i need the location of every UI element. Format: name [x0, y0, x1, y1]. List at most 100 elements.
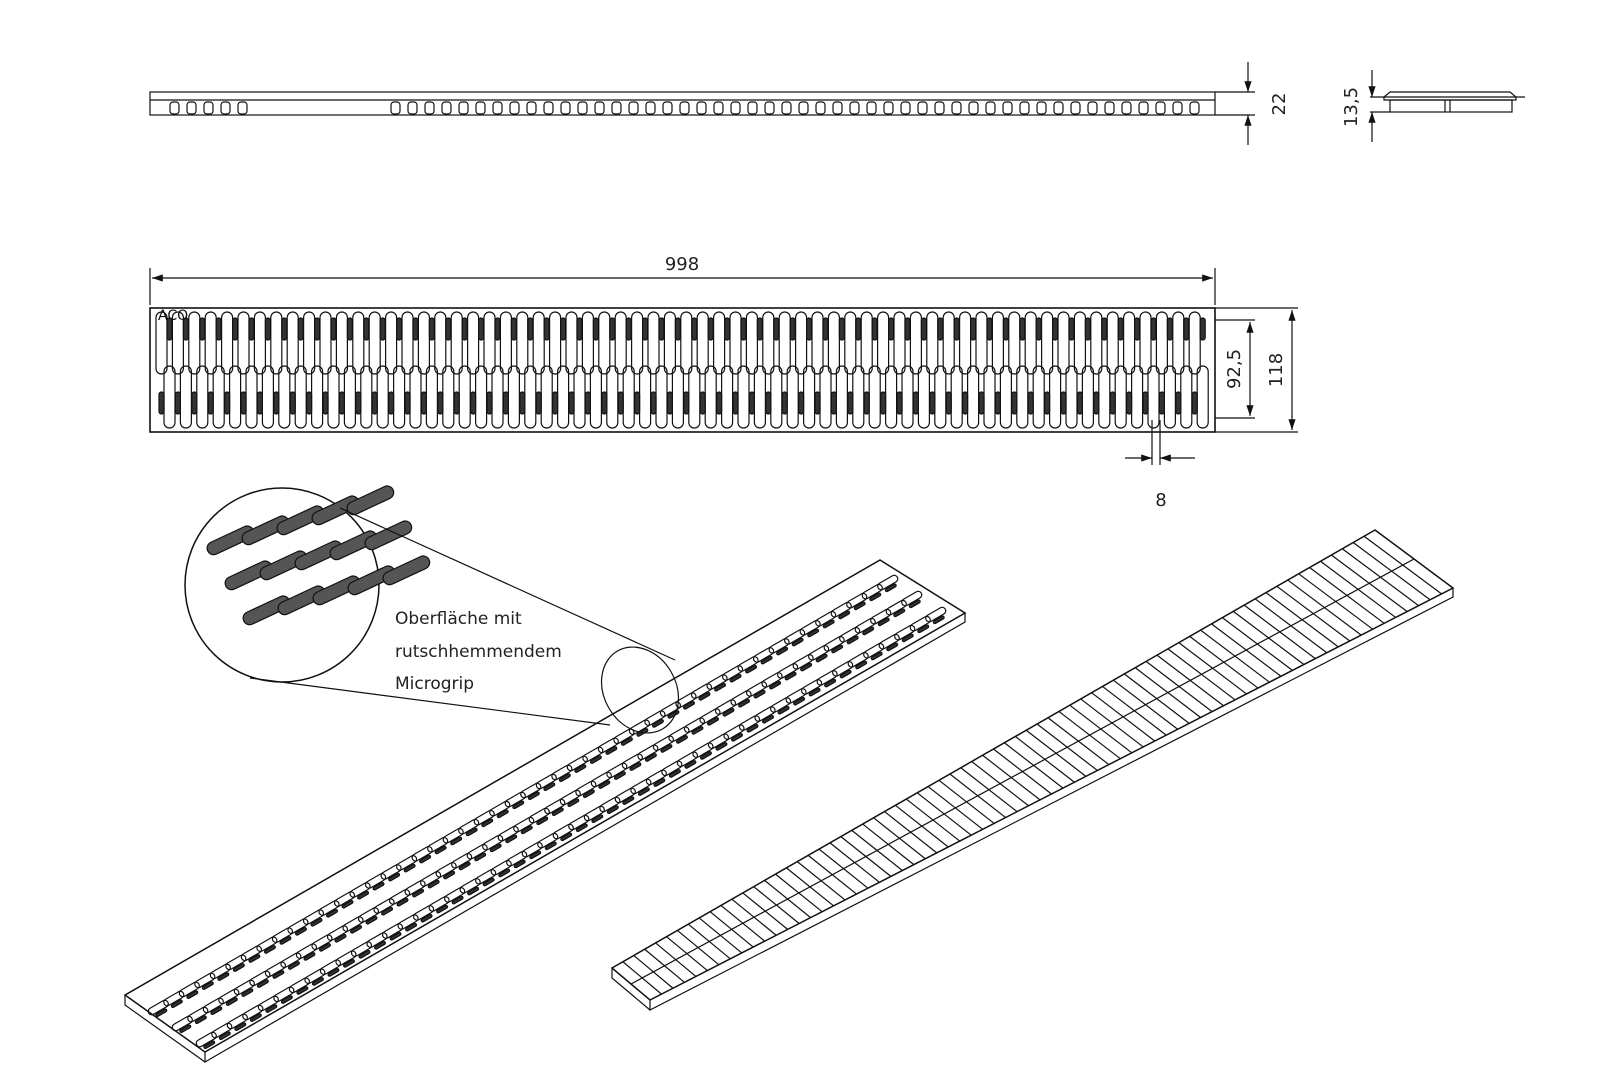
grip-pad — [389, 931, 402, 941]
slot — [581, 311, 595, 375]
slot — [800, 679, 823, 695]
grip-pad — [929, 391, 936, 415]
slot — [792, 654, 814, 670]
slot — [1106, 311, 1119, 375]
grip-pad — [381, 906, 394, 916]
grip-pad — [248, 954, 261, 963]
grip-pad — [201, 981, 214, 990]
grip-pad — [896, 391, 903, 415]
slot — [909, 311, 923, 375]
grip-pad — [179, 1024, 192, 1034]
callout-line-2: rutschhemmendem — [395, 642, 562, 662]
slot — [499, 311, 512, 375]
slot — [504, 791, 526, 808]
slot — [723, 724, 745, 740]
slot — [270, 311, 283, 375]
slot — [868, 365, 881, 429]
side-slot — [441, 101, 452, 115]
slot — [264, 961, 286, 978]
grip-pad — [225, 997, 238, 1006]
slot — [319, 959, 342, 976]
slot — [1188, 311, 1201, 375]
dimension-label-8: 8 — [1155, 490, 1166, 511]
slot — [606, 762, 628, 779]
grip-pad — [814, 391, 821, 415]
slot — [253, 311, 266, 375]
slot — [839, 626, 861, 643]
dimension-998: 998 — [149, 254, 1216, 305]
grip-pad — [357, 890, 370, 900]
slot — [1090, 311, 1103, 375]
grip-pad — [822, 317, 829, 341]
grip-pad — [241, 988, 254, 997]
slot — [178, 981, 200, 998]
grip-pad — [494, 317, 501, 341]
grip-pad — [871, 317, 878, 341]
isometric-grating-top — [123, 559, 967, 1064]
slot — [171, 1015, 193, 1032]
grip-pad — [535, 391, 542, 415]
slot — [583, 805, 605, 822]
grip-pad — [536, 816, 549, 826]
grip-pad — [327, 968, 340, 977]
grip-pad — [625, 317, 632, 341]
slot — [467, 311, 480, 375]
grip-pad — [338, 391, 345, 415]
grip-pad — [263, 945, 276, 954]
grip-pad — [722, 707, 735, 717]
slot — [360, 365, 373, 429]
grip-pad — [470, 391, 477, 415]
grip-pad — [512, 800, 525, 810]
slot — [417, 311, 430, 375]
grip-pad — [617, 391, 624, 415]
grip-pad — [496, 809, 509, 819]
grip-pad — [605, 746, 618, 755]
grip-pad — [170, 999, 183, 1009]
slot — [852, 365, 865, 429]
side-slot — [560, 101, 571, 115]
grip-pad — [1142, 391, 1149, 415]
grip-pad — [194, 1015, 207, 1025]
grip-pad — [544, 841, 557, 851]
side-slot — [747, 101, 758, 115]
side-slot — [1189, 101, 1200, 115]
side-slot — [169, 101, 180, 115]
slot — [893, 311, 906, 375]
slot — [1147, 365, 1160, 429]
grip-pad — [280, 995, 293, 1004]
slot — [754, 706, 776, 722]
dimension-label-22: 22 — [1269, 93, 1290, 116]
grip-pad — [641, 317, 649, 341]
grip-pad — [558, 773, 571, 782]
grip-pad — [1199, 317, 1206, 341]
slot — [1057, 311, 1070, 375]
slot — [823, 635, 845, 652]
slot — [877, 574, 899, 591]
dimension-label-92-5: 92,5 — [1224, 349, 1245, 389]
slot — [645, 769, 667, 786]
grip-pad — [862, 626, 875, 636]
detail-grip-pad — [364, 520, 413, 551]
slot — [738, 715, 761, 731]
slot — [551, 764, 573, 781]
slot — [257, 995, 279, 1012]
grip-pad — [1027, 391, 1034, 415]
slot — [396, 855, 418, 871]
grip-pad — [451, 895, 464, 905]
slot — [808, 644, 830, 661]
slot — [816, 670, 838, 686]
grip-pad — [762, 714, 775, 724]
grip-pad — [427, 879, 440, 889]
slot — [404, 880, 426, 896]
grip-pad — [1150, 317, 1157, 341]
grip-pad — [365, 915, 378, 925]
side-slot — [1002, 101, 1013, 115]
grip-pad — [773, 317, 780, 341]
slot — [794, 311, 808, 375]
slot — [552, 823, 574, 840]
grip-pad — [869, 592, 882, 602]
slot — [388, 889, 411, 905]
side-slot — [951, 101, 962, 115]
side-slot — [713, 101, 724, 115]
slot — [225, 954, 247, 971]
